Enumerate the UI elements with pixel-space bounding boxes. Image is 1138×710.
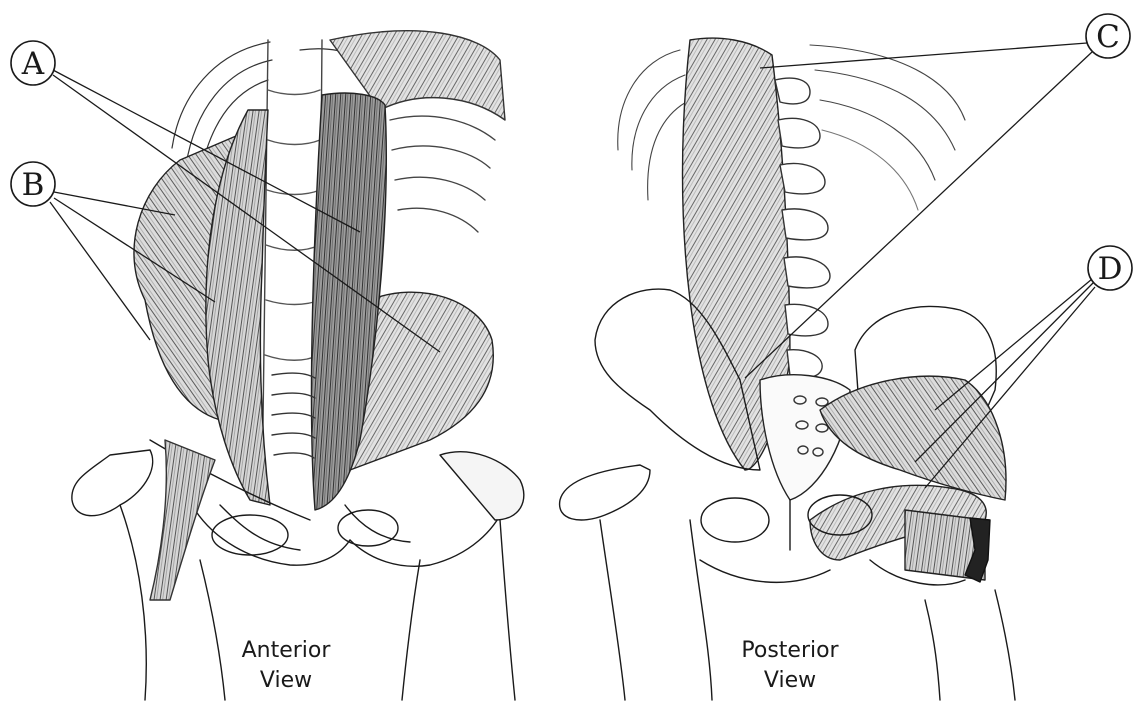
anterior-view-label-line1: Anterior [206,636,366,666]
callout-b-letter: B [22,167,45,203]
posterior-view-label-line1: Posterior [710,636,870,666]
posterior-view-label-line2: View [710,666,870,696]
anterior-view-illustration [72,31,524,700]
anterior-view-label: Anterior View [206,636,366,696]
anterior-view-label-line2: View [206,666,366,696]
callout-c-letter: C [1096,19,1120,55]
callout-d-letter: D [1098,251,1123,287]
anterior-lumbar-detail [272,373,315,458]
anterior-thigh-strands [150,440,215,600]
callout-c: C [745,14,1130,378]
callout-a-letter: A [21,46,45,82]
posterior-sacrum [760,375,850,500]
posterior-view-illustration [560,38,1015,700]
posterior-view-label: Posterior View [710,636,870,696]
gluteal-muscles [820,376,1006,500]
